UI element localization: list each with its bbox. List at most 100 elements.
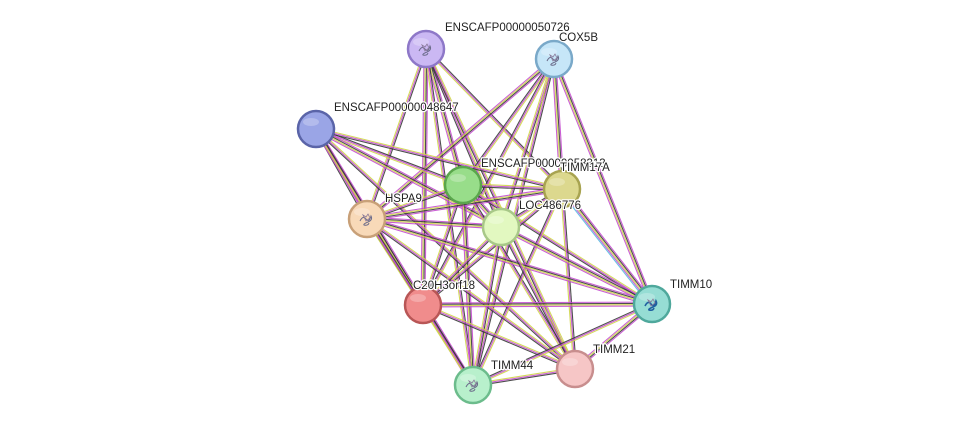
protein-structure-icon bbox=[418, 43, 432, 56]
node-timm44[interactable] bbox=[453, 365, 493, 405]
node-hspa9[interactable] bbox=[347, 199, 387, 239]
node-label: TIMM17A bbox=[560, 162, 610, 174]
node-highlight bbox=[541, 48, 557, 56]
node-circle[interactable] bbox=[296, 109, 336, 149]
edge-n1-n6[interactable] bbox=[365, 48, 428, 220]
edge-strand bbox=[552, 59, 652, 305]
edge-strand bbox=[366, 48, 427, 220]
edge-strand bbox=[463, 184, 475, 385]
edge-n1-n8[interactable] bbox=[420, 48, 429, 306]
node-highlight bbox=[450, 174, 466, 182]
node-highlight bbox=[562, 358, 578, 366]
edge-strand bbox=[425, 48, 563, 190]
node-label: TIMM44 bbox=[491, 360, 534, 372]
edge-n5-n11[interactable] bbox=[471, 188, 564, 386]
edge-strand bbox=[315, 128, 464, 186]
edge-n6-n10[interactable] bbox=[365, 217, 577, 371]
edge-strand bbox=[562, 187, 654, 304]
edge-strand bbox=[424, 49, 463, 186]
edge-strand bbox=[365, 57, 554, 218]
edge-strand bbox=[366, 219, 501, 229]
node-label: LOC486776 bbox=[519, 200, 581, 212]
edge-n4-n11[interactable] bbox=[460, 184, 476, 386]
icon-stroke bbox=[548, 53, 558, 62]
edge-n2-n5[interactable] bbox=[551, 58, 565, 190]
node-cox5b[interactable] bbox=[534, 39, 574, 79]
node-label: ENSCAFP00000048647 bbox=[334, 102, 459, 114]
edge-n3-n10[interactable] bbox=[314, 127, 577, 371]
node-c20h3orf18[interactable] bbox=[403, 285, 443, 325]
edge-strand bbox=[462, 184, 653, 305]
edge-strand bbox=[500, 227, 652, 306]
edge-n2-n4[interactable] bbox=[461, 57, 556, 187]
edge-strand bbox=[563, 187, 655, 303]
icon-stroke bbox=[359, 214, 373, 226]
edge-strand bbox=[463, 183, 653, 304]
node-circle[interactable] bbox=[406, 29, 446, 69]
node-highlight bbox=[639, 293, 655, 301]
node-enscafp00000048647[interactable] bbox=[296, 109, 336, 149]
edge-n2-n8[interactable] bbox=[421, 58, 556, 306]
edge-strand bbox=[461, 185, 575, 370]
edge-strand bbox=[472, 226, 502, 386]
edge-strand bbox=[316, 127, 502, 227]
node-highlight bbox=[549, 178, 565, 186]
node-timm10[interactable] bbox=[632, 284, 672, 324]
node-enscafp00000050726[interactable] bbox=[406, 29, 446, 69]
edge-n9-n11[interactable] bbox=[472, 302, 653, 387]
node-circle[interactable] bbox=[347, 199, 387, 239]
edge-n8-n9[interactable] bbox=[422, 301, 653, 308]
edge-strand bbox=[367, 217, 653, 304]
node-loc486776[interactable] bbox=[481, 207, 521, 247]
edge-strand bbox=[501, 225, 653, 304]
edge-n8-n10[interactable] bbox=[422, 303, 576, 371]
node-label: TIMM21 bbox=[593, 344, 635, 356]
protein-structure-icon bbox=[359, 213, 373, 226]
edge-strand bbox=[554, 58, 564, 189]
edge-n7-n9[interactable] bbox=[499, 224, 654, 307]
node-circle[interactable] bbox=[443, 165, 483, 205]
node-circle[interactable] bbox=[542, 169, 582, 209]
edge-strand bbox=[425, 48, 474, 386]
node-highlight bbox=[488, 216, 504, 224]
edge-strand bbox=[366, 220, 501, 230]
edge-n3-n7[interactable] bbox=[314, 126, 503, 230]
edge-strand bbox=[471, 188, 562, 385]
node-timm21[interactable] bbox=[555, 349, 595, 389]
icon-stroke bbox=[546, 54, 560, 66]
edge-strand bbox=[366, 58, 554, 219]
node-circle[interactable] bbox=[403, 285, 443, 325]
node-circle[interactable] bbox=[453, 365, 493, 405]
node-highlight bbox=[354, 208, 370, 216]
edge-strand bbox=[473, 189, 564, 386]
edge-n2-n6[interactable] bbox=[365, 57, 556, 221]
edge-strand bbox=[462, 58, 555, 186]
edge-n2-n9[interactable] bbox=[551, 58, 655, 305]
node-circle[interactable] bbox=[534, 39, 574, 79]
node-timm17a[interactable] bbox=[542, 169, 582, 209]
edge-n3-n5[interactable] bbox=[315, 127, 563, 191]
edge-n1-n5[interactable] bbox=[424, 47, 564, 191]
edge-strand bbox=[316, 126, 503, 226]
node-highlight bbox=[460, 374, 476, 382]
edge-strand bbox=[555, 58, 655, 304]
edge-strand bbox=[367, 49, 428, 220]
edge-n6-n7[interactable] bbox=[366, 216, 502, 230]
edge-strand bbox=[551, 59, 561, 190]
edge-strand bbox=[367, 216, 653, 303]
edge-strand bbox=[422, 58, 555, 306]
edge-strand bbox=[422, 305, 575, 371]
edge-strand bbox=[420, 48, 425, 305]
edge-n5-n9[interactable] bbox=[559, 187, 655, 306]
edge-n6-n9[interactable] bbox=[366, 216, 653, 307]
edge-strand bbox=[367, 190, 563, 222]
edge-strand bbox=[315, 129, 562, 191]
node-enscafp00000058313[interactable] bbox=[443, 165, 483, 205]
edge-strand bbox=[315, 128, 563, 190]
icon-stroke bbox=[644, 298, 658, 312]
node-circle[interactable] bbox=[481, 207, 521, 247]
node-circle[interactable] bbox=[555, 349, 595, 389]
edge-strand bbox=[423, 59, 556, 306]
edge-strand bbox=[314, 130, 501, 230]
